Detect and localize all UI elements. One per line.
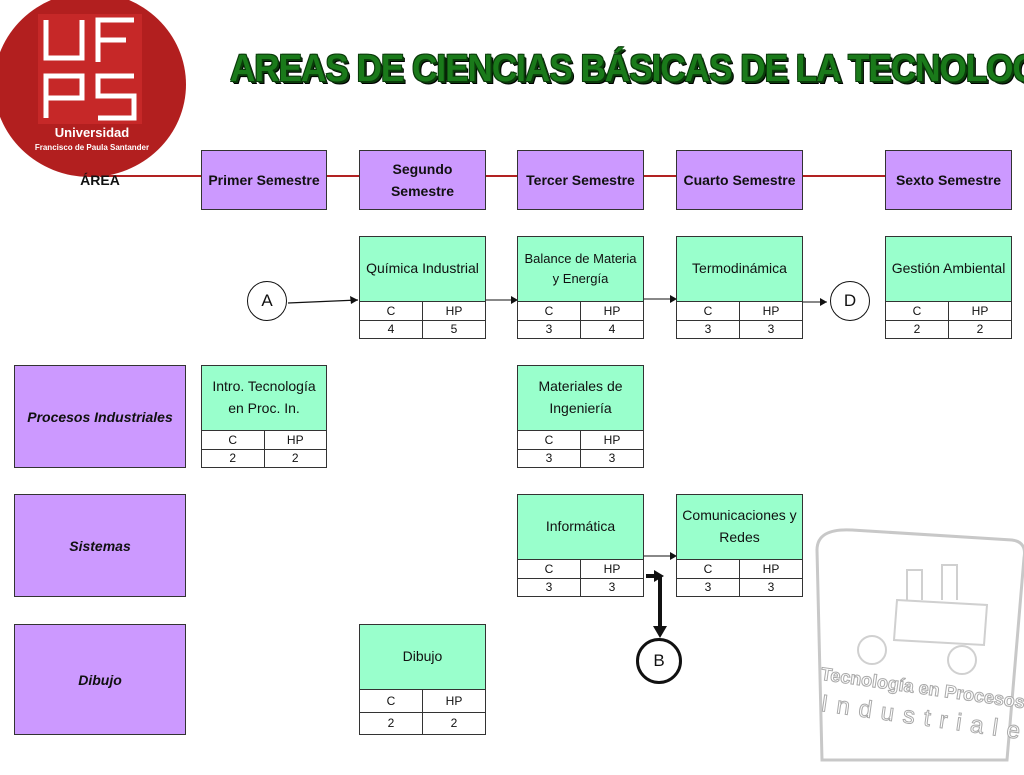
connector-label: D xyxy=(843,291,857,310)
c-label: C xyxy=(886,302,949,321)
c-label: C xyxy=(677,560,740,579)
c-value: 3 xyxy=(677,319,740,338)
c-value: 2 xyxy=(886,319,949,338)
semester-label: Segundo Semestre xyxy=(390,160,455,199)
c-label: C xyxy=(360,690,423,713)
connector-label: A xyxy=(261,291,273,310)
course-name: Química Industrial xyxy=(360,237,485,302)
area-sistemas: Sistemas xyxy=(14,494,186,597)
hp-value: 5 xyxy=(422,319,485,338)
connector-a: A xyxy=(247,281,287,321)
hp-label: HP xyxy=(580,302,643,321)
course-name: Balance de Materia y Energía xyxy=(518,237,643,302)
c-label: C xyxy=(518,560,581,579)
page-title: AREAS DE CIENCIAS BÁSICAS DE LA TECNOLOG… xyxy=(230,48,1024,90)
semester-header-2: Segundo Semestre xyxy=(359,150,486,210)
c-value: 3 xyxy=(518,448,581,467)
area-dibujo: Dibujo xyxy=(14,624,186,735)
ufps-logo-mark xyxy=(38,14,142,124)
course-name: Intro. Tecnología en Proc. In. xyxy=(202,366,326,431)
hp-value: 2 xyxy=(422,711,485,734)
c-value: 2 xyxy=(360,711,423,734)
hp-value: 3 xyxy=(739,577,802,596)
hp-value: 4 xyxy=(580,319,643,338)
course-name: Informática xyxy=(518,495,643,560)
semester-label: Cuarto Semestre xyxy=(683,171,796,188)
semester-label: Sexto Semestre xyxy=(895,171,1002,188)
course-name: Materiales de Ingeniería xyxy=(518,366,643,431)
logo-subtitle: Francisco de Paula Santander xyxy=(34,143,150,152)
hp-label: HP xyxy=(263,431,326,450)
semester-label: Primer Semestre xyxy=(208,171,320,188)
arrow-a-quimica xyxy=(287,299,359,304)
hp-label: HP xyxy=(580,431,643,450)
c-value: 3 xyxy=(518,319,581,338)
course-name: Dibujo xyxy=(360,625,485,690)
hp-value: 2 xyxy=(263,448,326,467)
connector-label: B xyxy=(653,651,665,670)
semester-header-6: Sexto Semestre xyxy=(885,150,1012,210)
area-procesos-industriales: Procesos Industriales xyxy=(14,365,186,468)
course-name: Termodinámica xyxy=(677,237,802,302)
hp-value: 3 xyxy=(580,577,643,596)
hp-value: 3 xyxy=(739,319,802,338)
semester-header-1: Primer Semestre xyxy=(201,150,327,210)
hp-value: 2 xyxy=(948,319,1011,338)
c-label: C xyxy=(677,302,740,321)
semester-header-3: Tercer Semestre xyxy=(517,150,644,210)
semester-header-4: Cuarto Semestre xyxy=(676,150,803,210)
watermark: Tecnología en Procesos Industriales xyxy=(812,510,1024,770)
hp-value: 3 xyxy=(580,448,643,467)
connector-b: B xyxy=(636,638,682,684)
c-label: C xyxy=(518,302,581,321)
c-value: 4 xyxy=(360,319,423,338)
hp-label: HP xyxy=(739,560,802,579)
course-name: Gestión Ambiental xyxy=(886,237,1011,302)
connector-d: D xyxy=(830,281,870,321)
area-header: ÁREA xyxy=(80,172,120,188)
c-value: 3 xyxy=(518,577,581,596)
area-label: Sistemas xyxy=(69,537,131,554)
course-name: Comunicaciones y Redes xyxy=(677,495,802,560)
area-label: Dibujo xyxy=(78,671,122,688)
logo-name: Universidad xyxy=(54,125,130,140)
area-label: Procesos Industriales xyxy=(27,408,173,425)
factory-icon xyxy=(815,528,1024,762)
hp-label: HP xyxy=(739,302,802,321)
hp-label: HP xyxy=(580,560,643,579)
c-label: C xyxy=(360,302,423,321)
c-label: C xyxy=(202,431,265,450)
c-value: 3 xyxy=(677,577,740,596)
semester-label: Tercer Semestre xyxy=(526,171,635,188)
hp-label: HP xyxy=(948,302,1011,321)
c-label: C xyxy=(518,431,581,450)
c-value: 2 xyxy=(202,448,265,467)
hp-label: HP xyxy=(422,302,485,321)
hp-label: HP xyxy=(422,690,485,713)
